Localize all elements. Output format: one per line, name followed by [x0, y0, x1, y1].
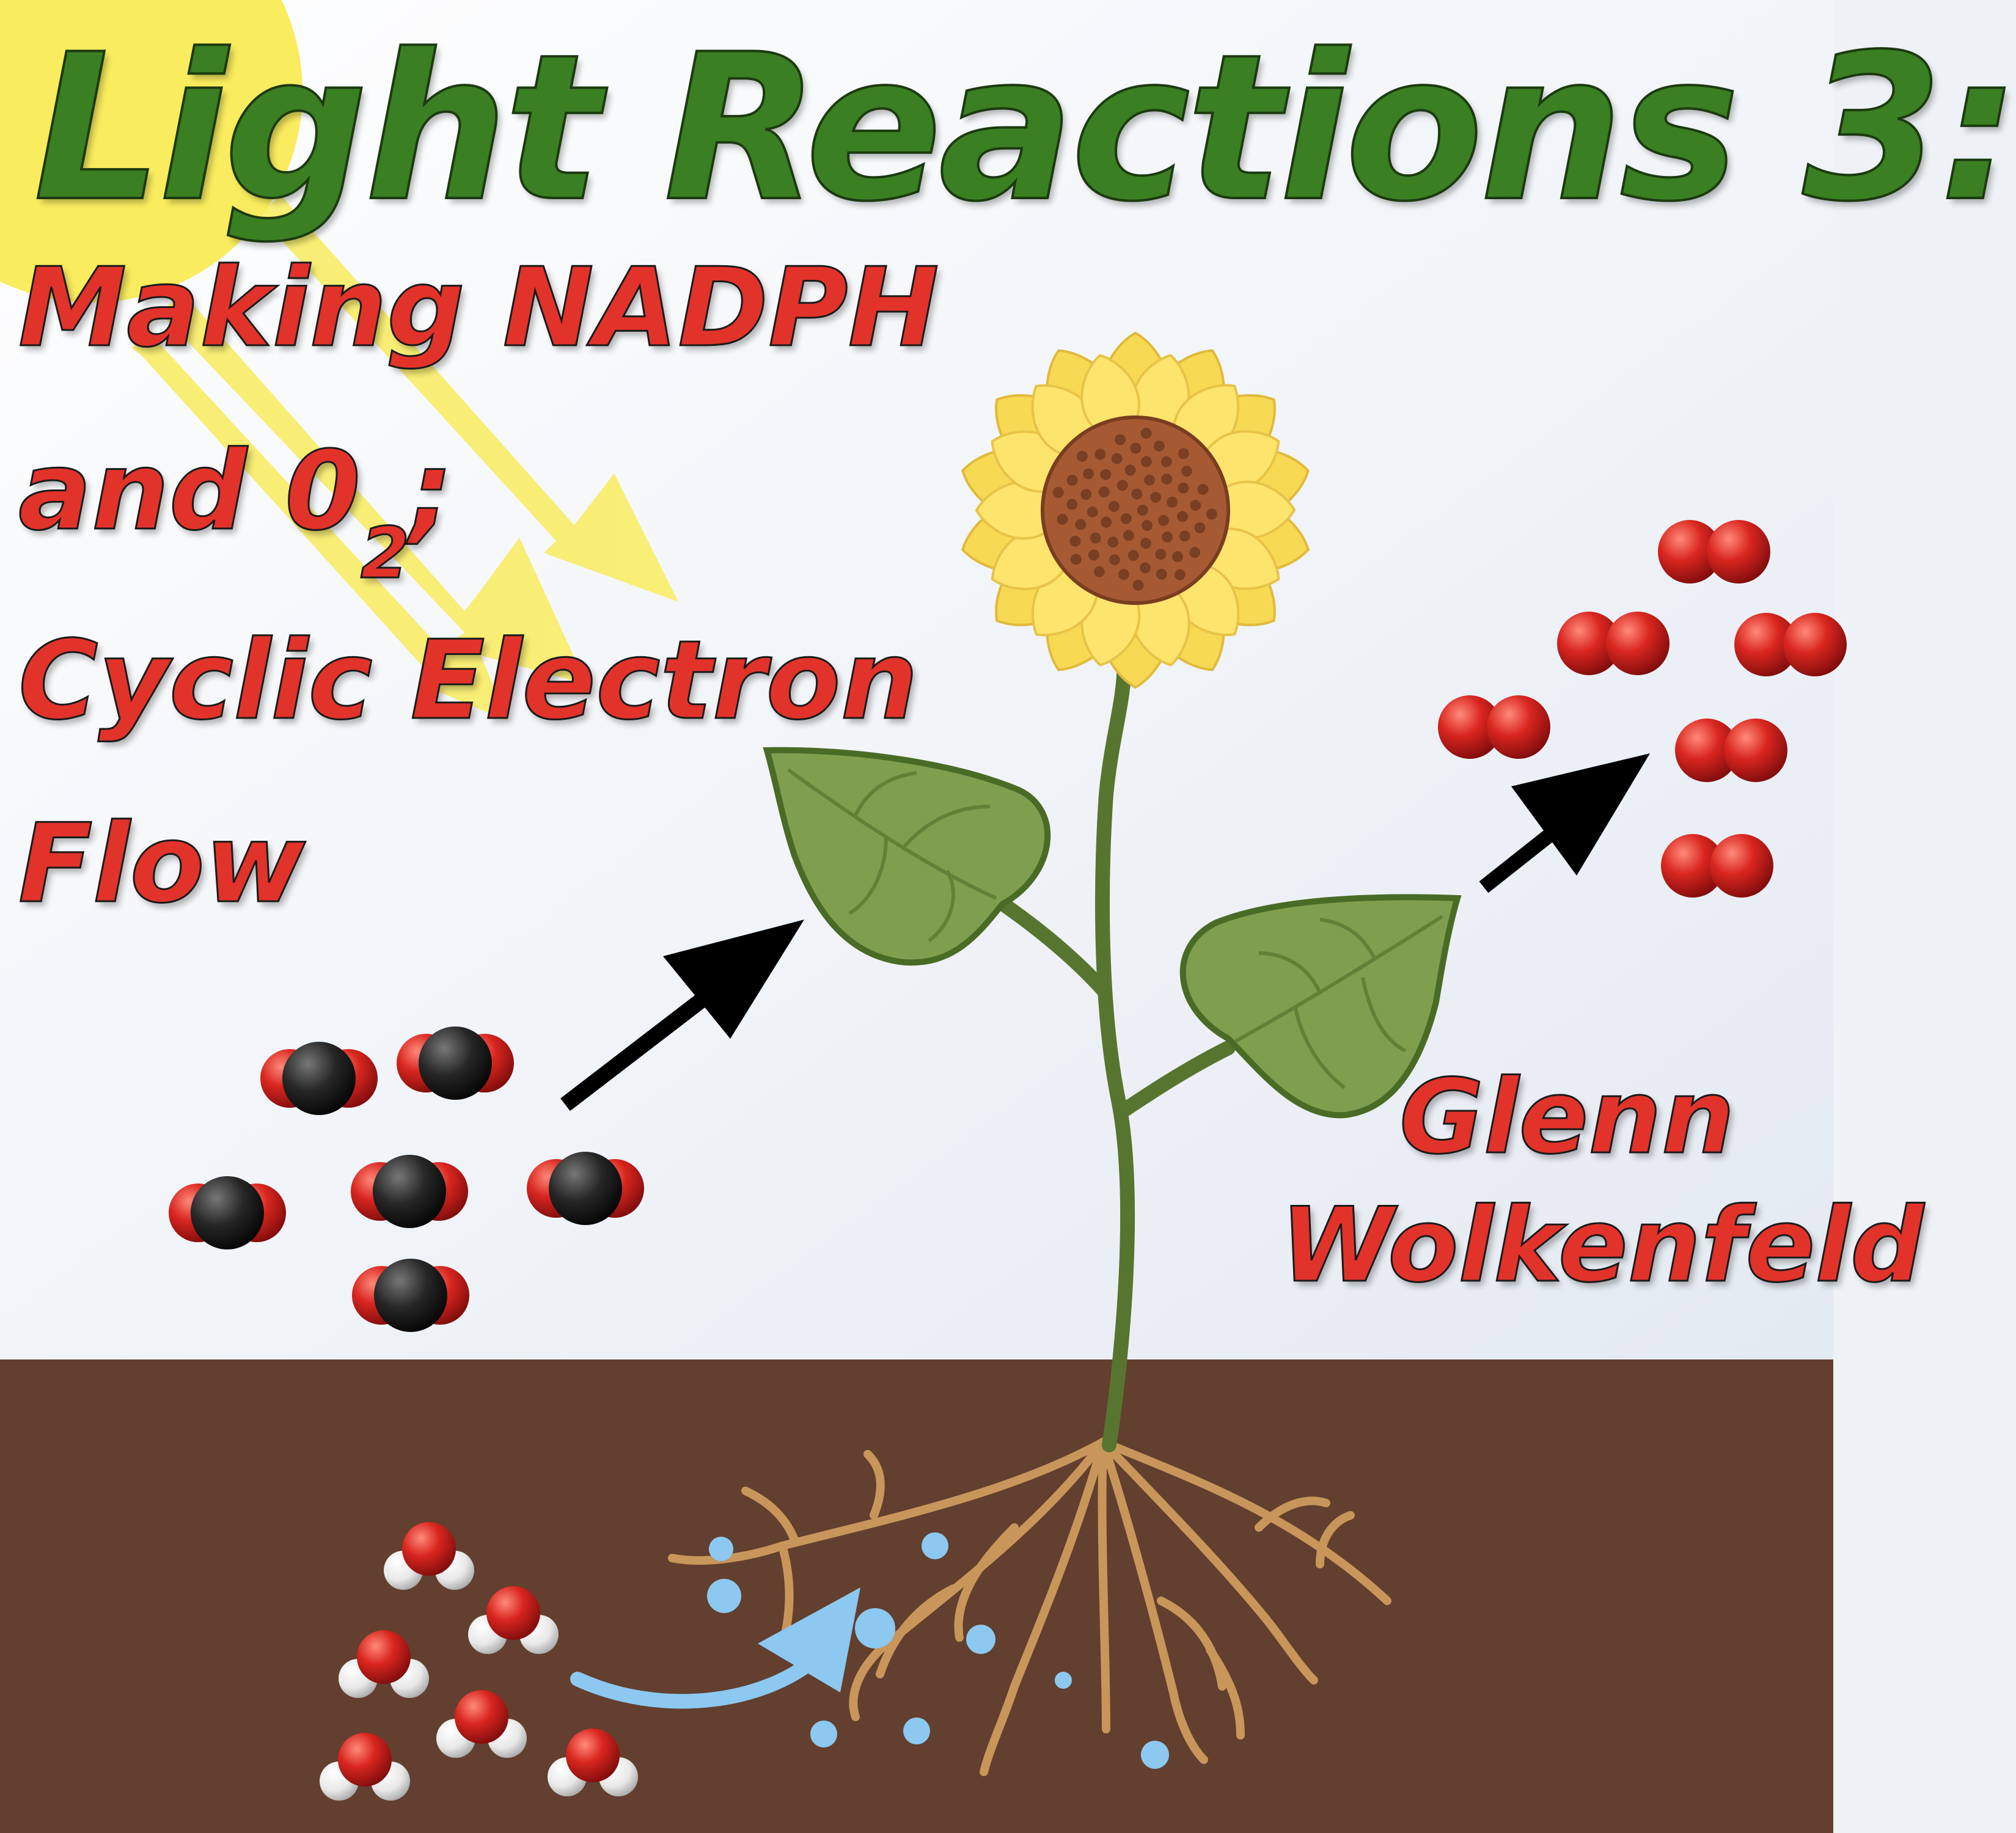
seed: [1181, 466, 1192, 477]
seed: [1120, 513, 1132, 524]
seed: [1118, 569, 1129, 580]
seed: [1069, 535, 1081, 547]
seed: [1197, 483, 1209, 495]
seed: [1156, 568, 1167, 580]
seed: [1080, 489, 1092, 500]
seed: [1127, 550, 1139, 561]
seed: [1057, 513, 1068, 525]
seed: [1206, 508, 1217, 520]
seed: [1174, 569, 1186, 580]
subtitle-line-2: and 02;: [17, 427, 454, 596]
sun-rays-icon: [131, 196, 678, 721]
author-first-name: Glenn: [1399, 1056, 1736, 1178]
seed: [1124, 464, 1136, 476]
seed: [1075, 519, 1087, 530]
seed: [1109, 554, 1120, 566]
seed: [1140, 456, 1152, 467]
seed: [1098, 486, 1110, 498]
author-last-name: Wolkenfeld: [1279, 1185, 1924, 1306]
page-title: Light Reactions 3:: [32, 10, 2016, 247]
seed: [1123, 530, 1134, 541]
seed: [1111, 453, 1123, 464]
seed: [1172, 551, 1184, 563]
seed: [1083, 468, 1094, 480]
seed: [1142, 519, 1153, 531]
seed: [1178, 482, 1189, 494]
seed: [1179, 530, 1190, 542]
co2-molecule-icon: [352, 1259, 469, 1332]
co2-molecule-icon: [169, 1176, 286, 1249]
sun-icon: [0, 0, 302, 302]
seed: [1162, 531, 1173, 543]
illustration: [0, 0, 1847, 1833]
subtitle-line-2-suffix: ;: [409, 427, 454, 555]
seed: [1087, 506, 1098, 518]
seed: [1132, 579, 1144, 591]
subtitle-subscript: 2: [360, 512, 411, 596]
seed: [1070, 554, 1082, 565]
seed: [1190, 499, 1201, 511]
seed: [1090, 532, 1101, 544]
seed: [1107, 536, 1119, 548]
seed: [1108, 500, 1120, 512]
subtitle-line-1: Making NADPH: [18, 244, 940, 372]
seed: [1167, 496, 1178, 508]
seed: [1194, 522, 1206, 533]
seed: [1140, 562, 1151, 574]
water-arrow-icon: [570, 1587, 860, 1709]
seed: [1158, 514, 1169, 526]
left-leaf: [763, 747, 1051, 966]
seed: [1116, 480, 1128, 491]
seed: [1178, 448, 1189, 459]
co2-molecule-icon: [351, 1155, 468, 1228]
seed: [1140, 538, 1151, 549]
seed: [1189, 547, 1201, 558]
seed: [1131, 488, 1143, 500]
seed: [1066, 475, 1078, 486]
seed: [1115, 434, 1126, 445]
seed: [1150, 491, 1162, 503]
seed: [1160, 456, 1172, 467]
co2-molecule-icon: [527, 1152, 644, 1225]
seed: [1100, 469, 1112, 480]
seed: [1088, 549, 1100, 561]
seed: [1052, 487, 1064, 498]
right-leaf: [1179, 894, 1462, 1119]
subtitle-line-4: Flow: [17, 800, 306, 928]
seed: [1077, 450, 1088, 462]
sunflower-icon: [961, 331, 1310, 689]
seed: [1094, 448, 1106, 460]
seed: [1144, 474, 1155, 486]
seed: [1155, 549, 1167, 560]
seed: [1161, 474, 1173, 485]
stem: [992, 653, 1236, 1452]
seed: [1093, 566, 1105, 577]
seed: [1177, 511, 1189, 522]
co2-molecule-icon: [397, 1026, 514, 1100]
arrow-icon: [560, 920, 804, 1111]
seed: [1140, 428, 1152, 439]
seed: [1137, 505, 1148, 516]
seed: [1066, 499, 1078, 510]
seed: [1101, 516, 1112, 528]
seed: [1130, 442, 1142, 454]
subtitle-line-2-prefix: and 0: [17, 427, 361, 555]
co2-molecule-icon: [260, 1042, 378, 1115]
seed: [1153, 441, 1165, 452]
soil: [0, 1359, 1833, 1833]
water-droplets: [707, 1532, 1169, 1769]
arrow-icon: [1479, 753, 1650, 893]
subtitle-line-3: Cyclic Electron: [17, 616, 918, 745]
